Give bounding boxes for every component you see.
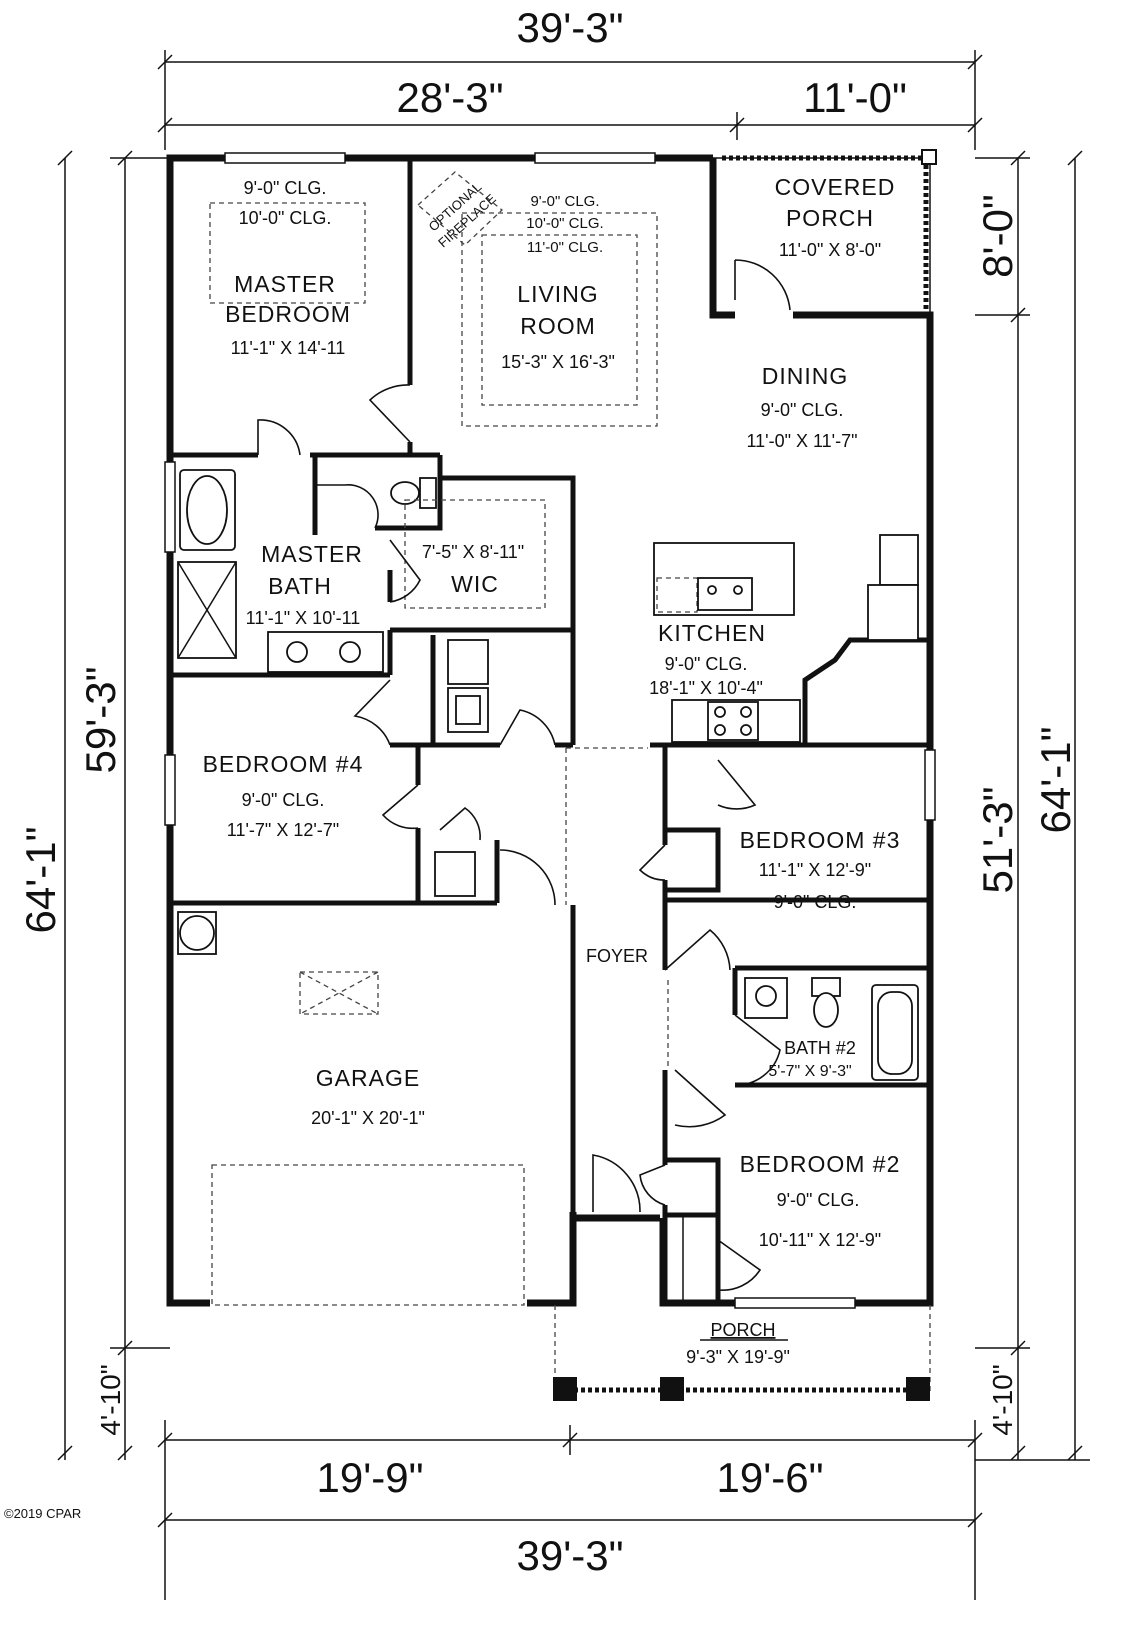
covered-porch-size: 11'-0" X 8'-0" bbox=[779, 240, 881, 260]
living-room-line2: ROOM bbox=[520, 313, 596, 339]
dim-left-outer: 64'-1" bbox=[17, 827, 64, 934]
kitchen-clg: 9'-0" CLG. bbox=[665, 654, 748, 674]
bedroom4-name: BEDROOM #4 bbox=[203, 751, 364, 777]
bedroom4-size: 11'-7" X 12'-7" bbox=[227, 820, 339, 840]
master-bedroom-line1: MASTER bbox=[234, 271, 336, 297]
fixtures bbox=[177, 171, 919, 1306]
bedroom3-name: BEDROOM #3 bbox=[740, 827, 901, 853]
master-bath-line1: MASTER bbox=[261, 541, 363, 567]
dim-bottom-right: 19'-6" bbox=[717, 1454, 824, 1501]
dim-right-porch: 4'-10" bbox=[987, 1364, 1018, 1435]
bedroom3-size: 11'-1" X 12'-9" bbox=[759, 860, 871, 880]
doors bbox=[257, 259, 791, 1292]
ceiling-outlines bbox=[209, 202, 669, 1070]
dim-top-left: 28'-3" bbox=[397, 74, 504, 121]
wic-name: WIC bbox=[451, 571, 499, 597]
master-bedroom-clg2: 10'-0" CLG. bbox=[239, 208, 332, 228]
master-bedroom-size: 11'-1" X 14'-11 bbox=[231, 338, 346, 358]
covered-porch-line1: COVERED bbox=[775, 174, 896, 200]
dim-right-outer: 64'-1" bbox=[1032, 727, 1079, 834]
dim-left-porch: 4'-10" bbox=[95, 1364, 126, 1435]
bath2-size: 5'-7" X 9'-3" bbox=[768, 1063, 851, 1080]
master-bath-size: 11'-1" X 10'-11 bbox=[246, 608, 361, 628]
garage-name: GARAGE bbox=[316, 1065, 420, 1091]
kitchen-name: KITCHEN bbox=[658, 620, 766, 646]
dim-top-right: 11'-0" bbox=[803, 74, 907, 121]
dim-bottom-left: 19'-9" bbox=[317, 1454, 424, 1501]
living-room-clg2: 10'-0" CLG. bbox=[526, 215, 603, 232]
bath2-name: BATH #2 bbox=[784, 1038, 856, 1058]
foyer-name: FOYER bbox=[586, 946, 648, 966]
dim-right-covered: 8'-0" bbox=[974, 194, 1021, 278]
living-room-clg1: 9'-0" CLG. bbox=[530, 193, 599, 210]
dimension-lines bbox=[57, 50, 1090, 1600]
windows bbox=[164, 152, 936, 1309]
bedroom3-clg: 9'-0" CLG. bbox=[774, 892, 857, 912]
living-room-line1: LIVING bbox=[517, 281, 598, 307]
dining-name: DINING bbox=[762, 363, 849, 389]
dining-clg: 9'-0" CLG. bbox=[761, 400, 844, 420]
dining-size: 11'-0" X 11'-7" bbox=[746, 431, 857, 451]
master-bath-line2: BATH bbox=[268, 573, 332, 599]
kitchen-size: 18'-1" X 10'-4" bbox=[649, 678, 763, 698]
living-room-clg3: 11'-0" CLG. bbox=[527, 239, 603, 256]
master-bedroom-line2: BEDROOM bbox=[225, 301, 351, 327]
wic-size: 7'-5" X 8'-11" bbox=[422, 542, 524, 562]
porch-name: PORCH bbox=[710, 1320, 775, 1340]
covered-porch-line2: PORCH bbox=[786, 205, 874, 231]
copyright-watermark: ©2019 CPAR bbox=[4, 1506, 81, 1521]
garage-size: 20'-1" X 20'-1" bbox=[311, 1108, 425, 1128]
dim-left-inner: 59'-3" bbox=[77, 667, 124, 774]
dim-right-inner: 51'-3" bbox=[974, 787, 1021, 894]
living-room-size: 15'-3" X 16'-3" bbox=[501, 352, 615, 372]
bedroom2-name: BEDROOM #2 bbox=[740, 1151, 901, 1177]
interior-walls bbox=[170, 160, 930, 1303]
bedroom2-clg: 9'-0" CLG. bbox=[777, 1190, 860, 1210]
dim-top-total: 39'-3" bbox=[517, 4, 624, 51]
bedroom2-size: 10'-11" X 12'-9" bbox=[759, 1230, 881, 1250]
dim-bottom-total: 39'-3" bbox=[517, 1532, 624, 1579]
bedroom4-clg: 9'-0" CLG. bbox=[242, 790, 325, 810]
porch-size: 9'-3" X 19'-9" bbox=[686, 1347, 790, 1367]
master-bedroom-clg1: 9'-0" CLG. bbox=[244, 178, 327, 198]
front-porch bbox=[553, 1305, 931, 1401]
